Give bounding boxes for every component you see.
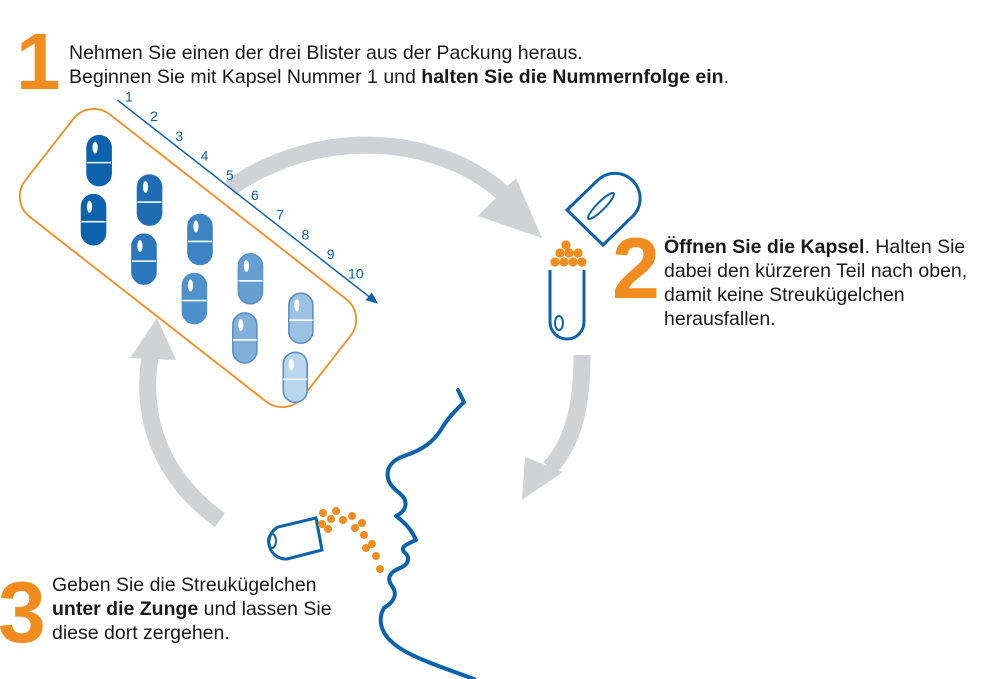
blister-pack: 1 2 3 4 5 6 7 8 9 10 — [18, 88, 379, 408]
step-3-text: Geben Sie die Streukügelchen unter die Z… — [52, 573, 332, 645]
step-2-text: Öffnen Sie die Kapsel. Halten Sie dabei … — [664, 235, 967, 331]
arrowhead-right — [478, 178, 542, 238]
step-3-line-1: Geben Sie die Streukügelchen — [52, 574, 317, 596]
capsule-body — [548, 270, 586, 341]
number-scale-line — [116, 99, 373, 300]
capsule-number-3: 3 — [175, 128, 183, 144]
step-1-line-1: Nehmen Sie einen der drei Blister aus de… — [69, 42, 583, 64]
capsule-5 — [187, 213, 213, 266]
pouring-capsule-body — [267, 516, 324, 561]
capsule-4 — [131, 233, 157, 285]
step-3-line-2: unter die Zunge und lassen Sie — [52, 598, 332, 620]
falling-pellets — [318, 507, 384, 573]
step-2-emphasis: Öffnen Sie die Kapsel — [664, 236, 865, 258]
step-3-emphasis: unter die Zunge — [52, 598, 199, 620]
capsule-9 — [288, 292, 314, 345]
step-3-number: 3 — [0, 565, 46, 661]
capsule-number-7: 7 — [276, 207, 284, 223]
capsule-cap — [564, 171, 642, 248]
step-1-line-2: Beginnen Sie mit Kapsel Nummer 1 und hal… — [69, 66, 730, 88]
capsule-2 — [80, 193, 107, 246]
capsule-number-1: 1 — [125, 88, 133, 104]
number-scale-arrowhead — [365, 292, 379, 304]
capsule-body-highlight — [554, 315, 564, 331]
capsule-number-4: 4 — [201, 148, 209, 164]
capsule-1 — [86, 134, 112, 187]
capsule-number-5: 5 — [226, 167, 234, 183]
pouring-capsule-highlight — [267, 533, 277, 549]
opened-capsule — [548, 171, 642, 341]
capsule-7 — [237, 253, 264, 305]
cycle-arrows — [139, 136, 591, 527]
blister-outline — [18, 108, 358, 408]
capsule-8 — [232, 312, 258, 364]
arrowhead-down — [522, 457, 563, 500]
step-2-line-1: Öffnen Sie die Kapsel. Halten Sie — [664, 236, 966, 258]
arrow-step2-to-3 — [543, 354, 591, 474]
pellets-in-capsule — [550, 240, 587, 267]
face-profile — [378, 388, 476, 679]
capsule-6 — [181, 272, 208, 325]
arrow-step3-to-1 — [139, 346, 226, 527]
capsule-cap-highlight — [586, 191, 616, 221]
pouring-capsule — [267, 516, 324, 561]
step-1-text: Nehmen Sie einen der drei Blister aus de… — [69, 41, 729, 89]
step-1-number: 1 — [16, 17, 61, 106]
capsule-3 — [136, 174, 163, 226]
capsule-number-9: 9 — [327, 246, 335, 262]
step-1-emphasis: halten Sie die Nummernfolge ein — [421, 66, 724, 88]
step-2-line-2: dabei den kürzeren Teil nach oben, — [664, 260, 968, 282]
arrow-step1-to-2 — [225, 136, 511, 202]
capsule-number-8: 8 — [301, 226, 309, 242]
step-2-line-4: herausfallen. — [664, 308, 776, 330]
capsule-number-10: 10 — [348, 266, 364, 282]
step-2-line-3: damit keine Streukügelchen — [664, 284, 905, 306]
step-3-line-3: diese dort zergehen. — [52, 622, 230, 644]
capsule-10 — [282, 351, 309, 404]
arrowhead-up — [130, 318, 176, 360]
capsule-number-2: 2 — [150, 108, 158, 124]
step-2-number: 2 — [612, 221, 660, 317]
capsule-number-6: 6 — [251, 187, 259, 203]
